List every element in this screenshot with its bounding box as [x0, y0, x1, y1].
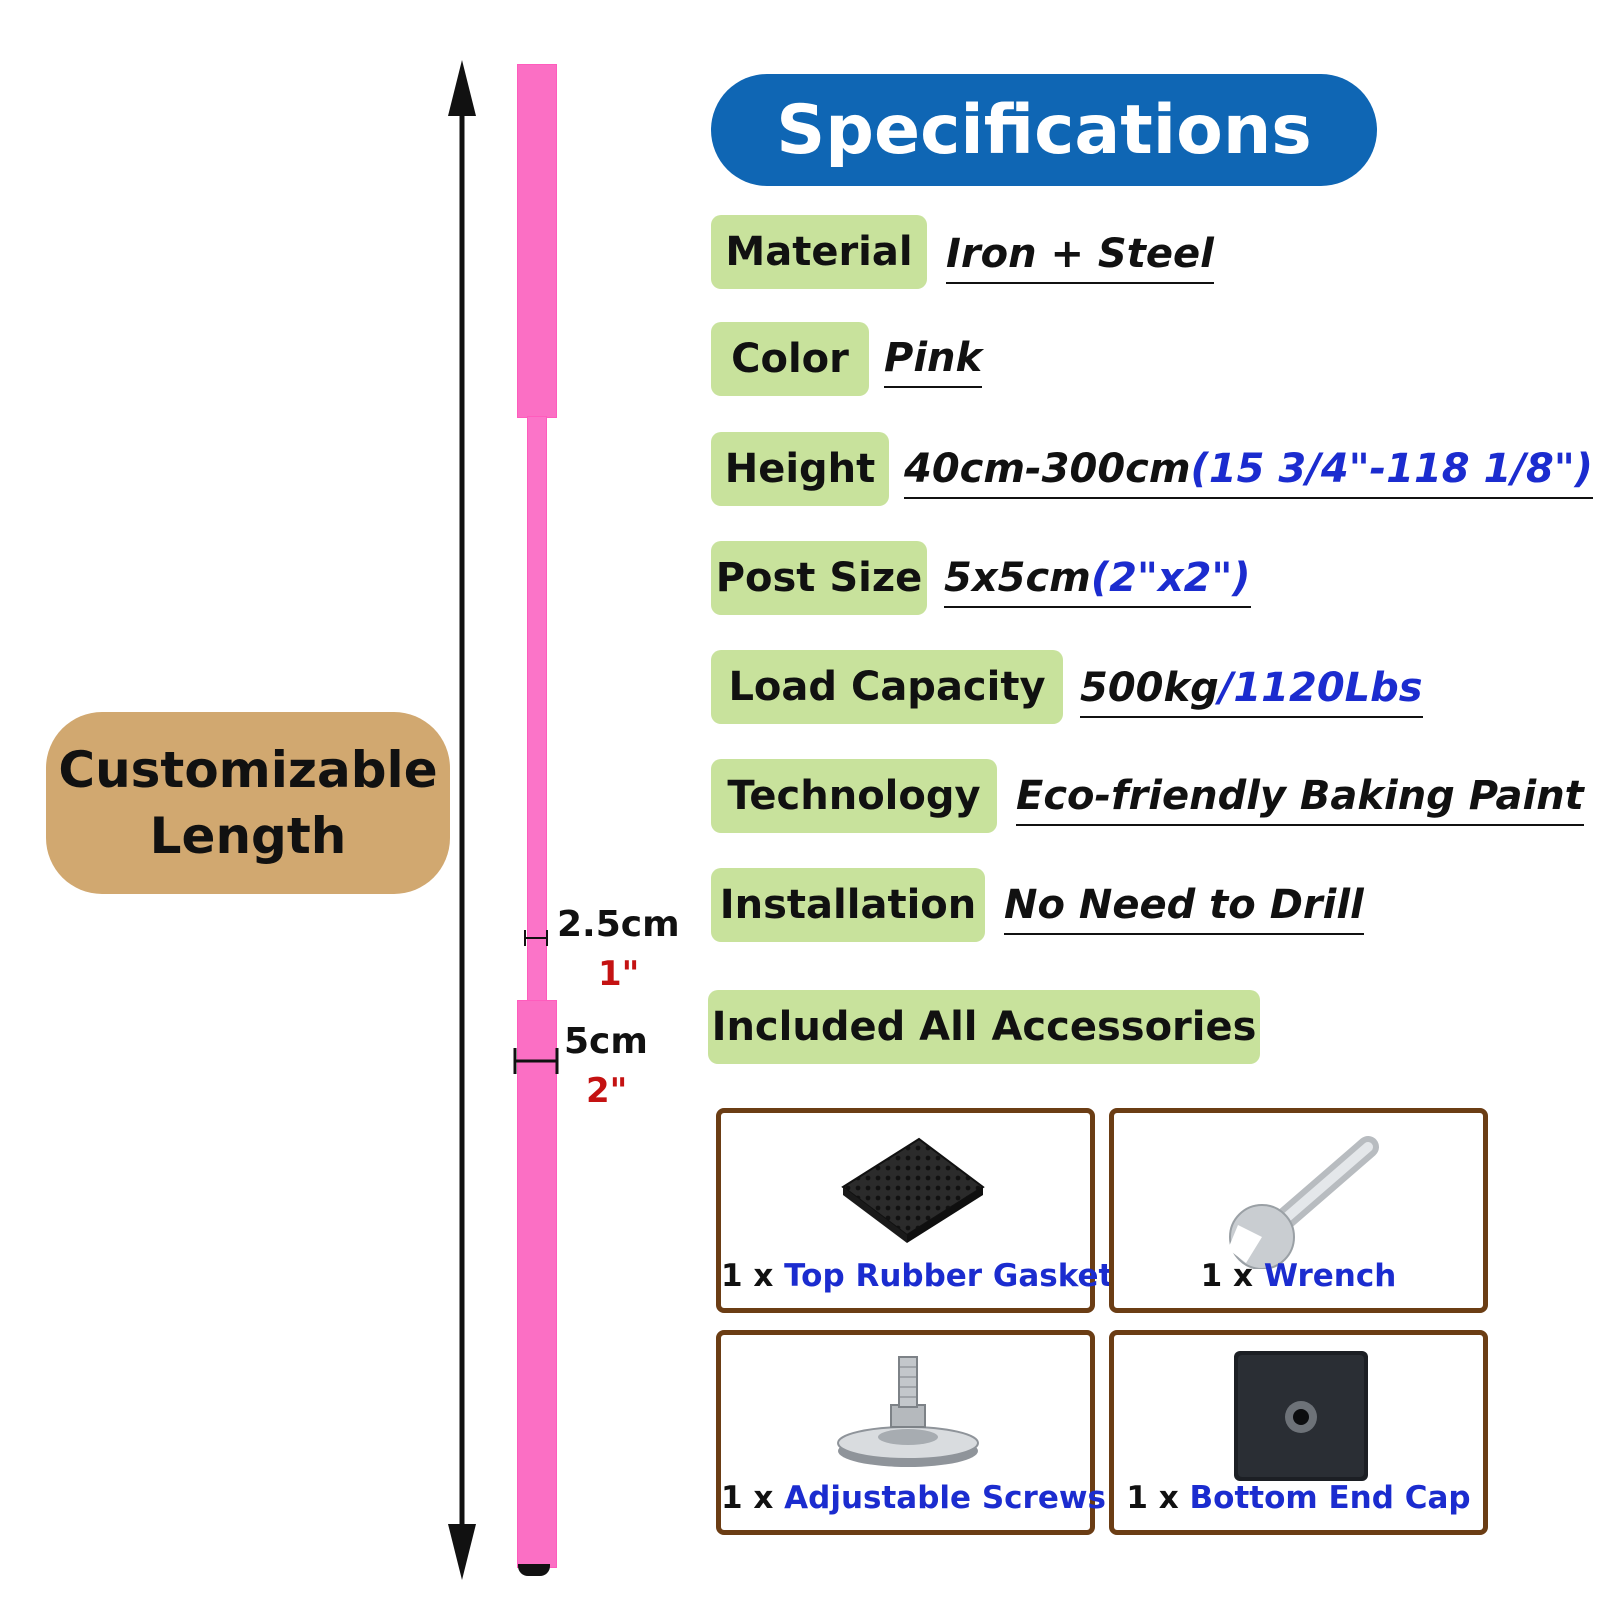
rubber-gasket-icon	[841, 1137, 985, 1243]
value-technology: Eco-friendly Baking Paint	[1016, 770, 1584, 826]
accessory-adjustable-screws: 1 x Adjustable Screws	[716, 1330, 1106, 1535]
accessory-caption: 1 x Wrench	[1200, 1258, 1397, 1294]
accessory-caption: 1 x Top Rubber Gasket	[721, 1258, 1114, 1294]
end-cap-icon	[1234, 1351, 1368, 1481]
pole-foot	[518, 1564, 550, 1576]
value-color: Pink	[884, 332, 983, 388]
label-installation: Installation	[711, 868, 985, 942]
wrench-icon	[1228, 1136, 1379, 1269]
accessory-bottom-end-cap: 1 x Bottom End Cap	[1109, 1330, 1488, 1535]
thick-width-marker	[513, 1048, 559, 1074]
pole-middle-section	[527, 416, 547, 1002]
pole-bottom-section	[517, 1000, 557, 1568]
value-installation: No Need to Drill	[1004, 879, 1364, 935]
length-arrow	[448, 60, 476, 1580]
label-color: Color	[711, 322, 869, 396]
value-load-capacity: 500kg/1120Lbs	[1080, 662, 1423, 718]
accessory-caption: 1 x Bottom End Cap	[1126, 1480, 1471, 1516]
adjustable-screw-icon	[837, 1356, 979, 1467]
badge-line-2: Length	[149, 807, 347, 865]
label-height: Height	[711, 432, 889, 506]
specifications-header: Specifications	[711, 74, 1377, 186]
thick-width-cm: 5cm	[564, 1021, 648, 1062]
label-post-size: Post Size	[711, 541, 927, 615]
label-technology: Technology	[711, 759, 997, 833]
value-post-size: 5x5cm(2"x2")	[944, 552, 1251, 608]
label-material: Material	[711, 215, 927, 289]
badge-line-1: Customizable	[58, 741, 438, 799]
customizable-length-badge: Customizable Length	[46, 712, 450, 894]
thin-width-cm: 2.5cm	[557, 904, 680, 945]
label-included-accessories: Included All Accessories	[708, 990, 1260, 1064]
label-load-capacity: Load Capacity	[711, 650, 1063, 724]
accessory-rubber-gasket: 1 x Top Rubber Gasket	[716, 1108, 1114, 1313]
accessory-caption: 1 x Adjustable Screws	[721, 1480, 1106, 1516]
thick-width-inch: 2"	[586, 1071, 628, 1111]
value-height: 40cm-300cm(15 3/4"-118 1/8")	[904, 443, 1593, 499]
thin-width-marker	[524, 930, 548, 946]
pole-top-section	[517, 64, 557, 418]
accessory-wrench: 1 x Wrench	[1109, 1108, 1488, 1313]
thin-width-inch: 1"	[598, 954, 640, 994]
value-material: Iron + Steel	[946, 228, 1214, 284]
